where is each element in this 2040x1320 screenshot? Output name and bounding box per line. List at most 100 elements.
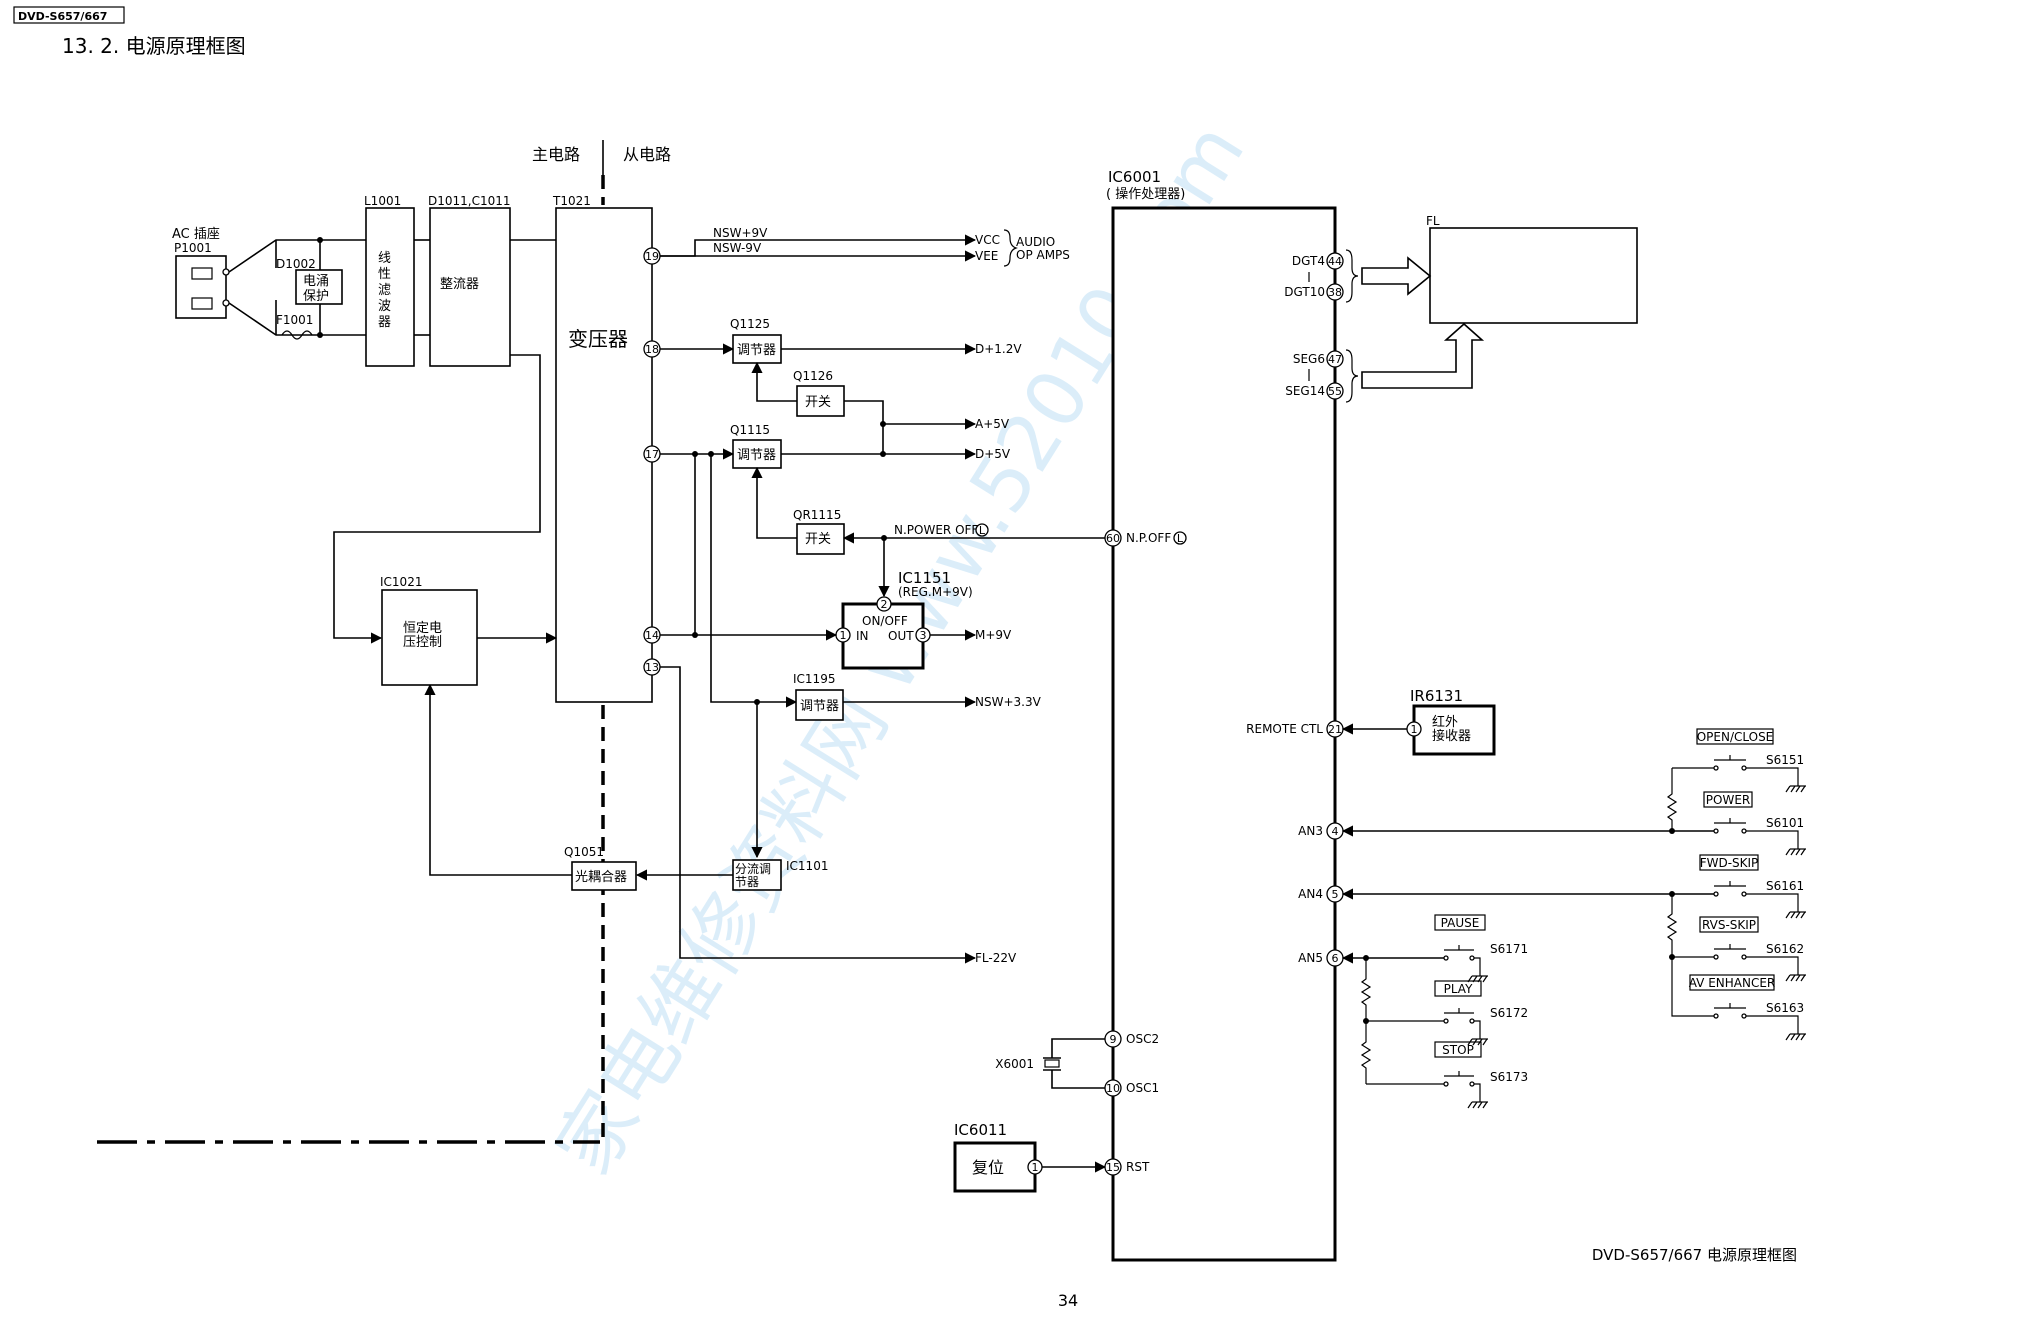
key-av-enhancer-box	[1689, 974, 1775, 991]
q1125-ref: Q1125	[730, 317, 770, 331]
section-title: 13. 2. 电源原理框图	[62, 34, 246, 58]
key-fwd-skip-box	[1699, 854, 1759, 871]
ic1151-pin-1: 1	[840, 629, 847, 642]
rectifier-ref: D1011,C1011	[428, 194, 511, 208]
ic6001-pin-5: 5	[1332, 888, 1339, 901]
ic6001-pin-55: 55	[1328, 385, 1342, 398]
ic6001-pin-4: 4	[1332, 825, 1339, 838]
net-nsw33: NSW+3.3V	[975, 695, 1042, 709]
ac-socket-ref: P1001	[174, 241, 212, 255]
t1021-pin-13: 13	[645, 661, 659, 674]
ic1195-label: 调节器	[800, 699, 839, 714]
key-s6161: S6161	[1766, 879, 1804, 893]
key-pause: PAUSE	[1441, 916, 1480, 930]
f1001-ref: F1001	[276, 313, 313, 327]
ac-socket-label: AC 插座	[172, 227, 220, 242]
ic1151-in: IN	[856, 629, 869, 643]
ic6001-an5: AN5	[1298, 951, 1323, 965]
qr1115-ref: QR1115	[793, 508, 841, 522]
ic1021-label-2: 压控制	[403, 635, 442, 650]
key-s6151: S6151	[1766, 753, 1804, 767]
region-main-label: 主电路	[532, 145, 580, 164]
ic6001-pin-15: 15	[1106, 1161, 1120, 1174]
fl-label: FL	[1426, 214, 1440, 228]
ic6001-ref: IC6001	[1108, 168, 1161, 186]
ic6001-seg14: SEG14	[1285, 384, 1325, 398]
footer-caption: DVD-S657/667 电源原理框图	[1592, 1246, 1797, 1264]
key-s6173: S6173	[1490, 1070, 1528, 1084]
t1021-pin-17: 17	[645, 448, 659, 461]
ic1151-pin-2: 2	[881, 598, 888, 611]
key-s6163: S6163	[1766, 1001, 1804, 1015]
x6001-crystal-icon	[1044, 1059, 1060, 1068]
ic6001-seg6: SEG6	[1293, 352, 1325, 366]
ac-socket-pin-top	[191, 267, 213, 280]
ic6001-pin-10: 10	[1106, 1082, 1120, 1095]
ic1151-onoff: ON/OFF	[862, 614, 908, 628]
fl-segment-arrow	[1361, 322, 1485, 389]
ic6001-an4: AN4	[1298, 887, 1323, 901]
ic1195-box	[795, 689, 844, 721]
net-npoweroff-l: L	[979, 524, 986, 537]
fl-digit-arrow	[1361, 256, 1432, 296]
key-s6172: S6172	[1490, 1006, 1528, 1020]
net-nsw9m: NSW-9V	[713, 241, 762, 255]
qr1115-label: 开关	[805, 532, 831, 547]
net-a5: A+5V	[975, 417, 1010, 431]
net-nsw9p: NSW+9V	[713, 226, 768, 240]
ic6011-pin-1: 1	[1032, 1161, 1039, 1174]
q1051-label: 光耦合器	[575, 870, 627, 885]
ic1101-ref: IC1101	[786, 859, 828, 873]
key-av-enhancer: AV ENHANCER	[1689, 976, 1776, 990]
ic1195-ref: IC1195	[793, 672, 835, 686]
key-stop-box	[1434, 1041, 1482, 1058]
ic6001-dgt10: DGT10	[1284, 285, 1325, 299]
ic6001-remote: REMOTE CTL	[1246, 722, 1323, 736]
model-tag-box	[13, 6, 125, 24]
ic6001-osc1: OSC1	[1126, 1081, 1159, 1095]
ic1151-out: OUT	[888, 629, 914, 643]
t1021-label: 变压器	[568, 327, 628, 351]
q1115-ref: Q1115	[730, 423, 770, 437]
l1001-label-4: 波	[378, 299, 391, 314]
key-s6171: S6171	[1490, 942, 1528, 956]
ic6011-ref: IC6011	[954, 1121, 1007, 1139]
t1021-box	[555, 207, 653, 703]
net-opamps: OP AMPS	[1016, 248, 1070, 262]
ic1021-ref: IC1021	[380, 575, 422, 589]
ic1021-box	[381, 589, 478, 686]
key-open-close-box	[1696, 728, 1774, 745]
ic1101-box	[732, 859, 782, 891]
l1001-label-5: 器	[378, 315, 391, 330]
t1021-pin-18: 18	[645, 343, 659, 356]
t1021-pin-19: 19	[645, 250, 659, 263]
ic6011-label: 复位	[972, 1158, 1004, 1177]
f1001-fuse-icon	[281, 330, 313, 340]
ic1021-label-1: 恒定电	[403, 621, 442, 636]
ac-socket-box	[175, 255, 227, 319]
region-secondary-label: 从电路	[623, 145, 671, 164]
key-rvs-skip: RVS-SKIP	[1702, 918, 1756, 932]
ic6001-pin-38: 38	[1328, 286, 1342, 299]
rectifier-box	[429, 207, 511, 367]
ic6001-osc2: OSC2	[1126, 1032, 1159, 1046]
net-d5: D+5V	[975, 447, 1011, 461]
key-s6101: S6101	[1766, 816, 1804, 830]
ic1151-pin-3: 3	[920, 629, 927, 642]
key-rvs-skip-box	[1699, 916, 1759, 933]
qr1115-box	[796, 523, 845, 555]
l1001-label-2: 性	[378, 267, 391, 282]
net-m9: M+9V	[975, 628, 1012, 642]
q1051-box	[571, 861, 637, 891]
d1002-label-2: 保护	[303, 289, 329, 304]
ic6001-label: ( 操作处理器)	[1106, 186, 1185, 202]
model-tag: DVD-S657/667	[18, 10, 107, 23]
page-number: 34	[1058, 1291, 1078, 1310]
ir6131-ref: IR6131	[1410, 687, 1463, 705]
t1021-pin-14: 14	[645, 629, 659, 642]
l1001-label-1: 线	[378, 251, 391, 266]
d1002-box	[295, 269, 343, 305]
q1126-ref: Q1126	[793, 369, 833, 383]
key-pause-box	[1434, 914, 1486, 931]
